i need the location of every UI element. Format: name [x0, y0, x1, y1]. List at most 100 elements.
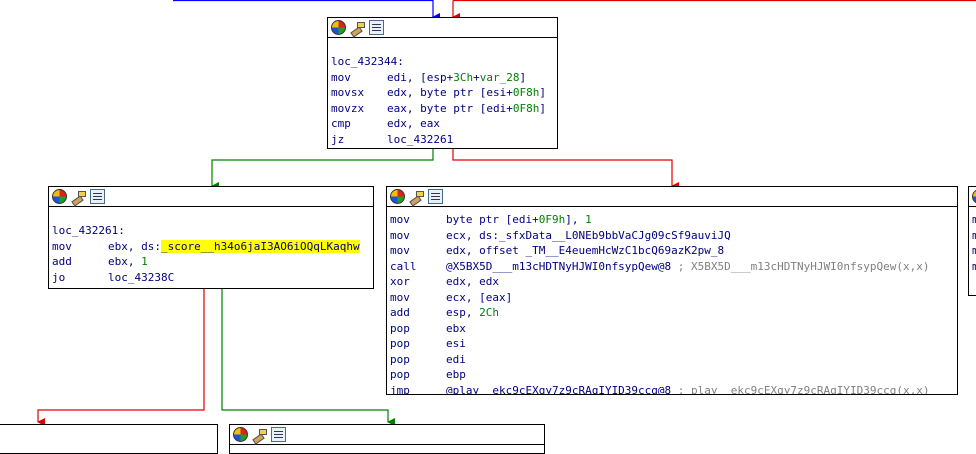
operand-text[interactable]: ecx, ds:_sfxData__L0NEb9bbVaCJg09cSf9auv…: [446, 228, 731, 242]
operands: edx, offset _TM__E4euemHcWzC1bcQ69azK2pw…: [446, 243, 724, 259]
operand-text[interactable]: edx, byte ptr [esi+: [387, 86, 513, 99]
mnemonic: m: [972, 228, 976, 244]
block-header: [387, 187, 957, 207]
graph-view-icon[interactable]: [90, 189, 105, 204]
operands: loc_43238C: [108, 270, 174, 286]
operand-text[interactable]: edi: [446, 352, 466, 366]
immediate-value: 3Ch: [453, 70, 474, 84]
rename-icon[interactable]: [71, 189, 86, 204]
operand-text[interactable]: ecx, [eax]: [446, 290, 513, 304]
operand-text[interactable]: esp,: [446, 306, 480, 319]
operand-text[interactable]: loc_43238C: [108, 270, 175, 284]
mnemonic: pop: [390, 321, 410, 335]
instruction-line[interactable]: m: [972, 243, 976, 259]
rename-icon[interactable]: [409, 189, 424, 204]
instruction-line[interactable]: m: [972, 259, 976, 275]
operands: edi: [446, 352, 466, 368]
block-label[interactable]: loc_432261:: [52, 224, 125, 237]
block-header: [49, 187, 373, 207]
block-partial-right[interactable]: mmmm: [968, 186, 976, 296]
operand-text[interactable]: ebx: [446, 321, 466, 335]
instruction-line[interactable]: pop ebp: [390, 367, 957, 383]
operand-text[interactable]: @play__ekc9cEXgy7z9cRAqIYID39ccg@8: [446, 383, 672, 395]
operand-text[interactable]: loc_432261: [387, 132, 454, 146]
instruction-line[interactable]: pop edi: [390, 352, 957, 368]
mnemonic: add: [52, 255, 72, 268]
operand-text[interactable]: eax, byte ptr [edi+: [387, 101, 513, 115]
operand-text[interactable]: ebx, ds:: [108, 239, 161, 253]
block-label[interactable]: loc_432344:: [331, 55, 404, 68]
edge-jo-green: [221, 289, 395, 426]
immediate-value: 0F9h: [538, 213, 566, 226]
operands: ebx, ds:_score__h34o6jaI3AO6iOQqLKaqhw: [108, 239, 360, 255]
edge-jo-red: [37, 289, 205, 426]
operand-text[interactable]: edx, edx: [446, 275, 499, 288]
rename-icon[interactable]: [252, 427, 267, 442]
operands: ecx, [eax]: [446, 290, 512, 306]
graph-view-icon[interactable]: [271, 427, 286, 442]
instruction-line[interactable]: m: [972, 228, 976, 244]
operands: loc_432261: [387, 132, 453, 148]
color-icon[interactable]: [331, 20, 346, 35]
edge-jz-true: [211, 149, 434, 190]
operand-text[interactable]: edx, eax: [387, 117, 440, 130]
operand-text[interactable]: ebp: [446, 368, 466, 381]
block-loc-432344[interactable]: loc_432344: mov edi, [esp+3Ch+var_28]movs…: [327, 17, 558, 149]
operands: edx, edx: [446, 274, 499, 290]
operand-text[interactable]: byte ptr [edi+: [446, 213, 539, 226]
operands: byte ptr [edi+0F9h], 1: [446, 212, 592, 228]
color-icon[interactable]: [233, 427, 248, 442]
color-icon[interactable]: [52, 189, 67, 204]
rename-icon[interactable]: [350, 20, 365, 35]
instruction-line[interactable]: jmp@play__ekc9cEXgy7z9cRAqIYID39ccg@8 ; …: [390, 383, 957, 395]
graph-view-icon[interactable]: [428, 189, 443, 204]
mnemonic: mov: [331, 70, 351, 84]
operand-text[interactable]: ebx,: [108, 255, 142, 268]
color-icon[interactable]: [390, 189, 405, 204]
operands: edi, [esp+3Ch+var_28]: [387, 70, 526, 86]
block-bottom-middle[interactable]: [229, 424, 545, 454]
immediate-value: 1: [585, 213, 592, 226]
instruction-line[interactable]: m: [972, 212, 976, 228]
block-code: loc_432344: mov edi, [esp+3Ch+var_28]movs…: [328, 38, 557, 147]
instruction-line[interactable]: pop ebx: [390, 321, 957, 337]
highlighted-symbol[interactable]: _score__h34o6jaI3AO6iOQqLKaqhw: [160, 239, 360, 253]
instruction-line[interactable]: add ebx, 1: [52, 254, 373, 270]
mnemonic: xor: [390, 275, 410, 288]
mnemonic: movsx: [331, 86, 365, 99]
operands: ebp: [446, 367, 466, 383]
instruction-line[interactable]: call@X5BX5D___m13cHDTNyHJWI0nfsypQew@8 ;…: [390, 259, 957, 275]
instruction-line[interactable]: xor edx, edx: [390, 274, 957, 290]
block-code: mmmm: [969, 207, 976, 274]
operands: edx, eax: [387, 116, 440, 132]
operand-text[interactable]: @X5BX5D___m13cHDTNyHJWI0nfsypQew@8: [446, 259, 672, 273]
color-icon[interactable]: [972, 189, 976, 204]
graph-view-icon[interactable]: [369, 20, 384, 35]
operand-text[interactable]: edx, offset _TM__E4euemHcWzC1bcQ69azK2pw…: [446, 244, 725, 257]
operands: ebx, 1: [108, 254, 148, 270]
instruction-line[interactable]: mov edi, [esp+3Ch+var_28]: [331, 70, 557, 86]
block-header: [230, 425, 544, 445]
operand-text[interactable]: edi, [esp+: [387, 70, 454, 84]
operand-text: ],: [565, 213, 586, 226]
operand-text[interactable]: esi: [446, 337, 466, 350]
block-bottom-left[interactable]: [0, 424, 218, 454]
mnemonic: pop: [390, 368, 410, 381]
incoming-edge-blue: [173, 0, 440, 21]
mnemonic: pop: [390, 352, 410, 366]
comment: ; X5BX5D___m13cHDTNyHJWI0nfsypQew(x,x): [671, 259, 930, 273]
